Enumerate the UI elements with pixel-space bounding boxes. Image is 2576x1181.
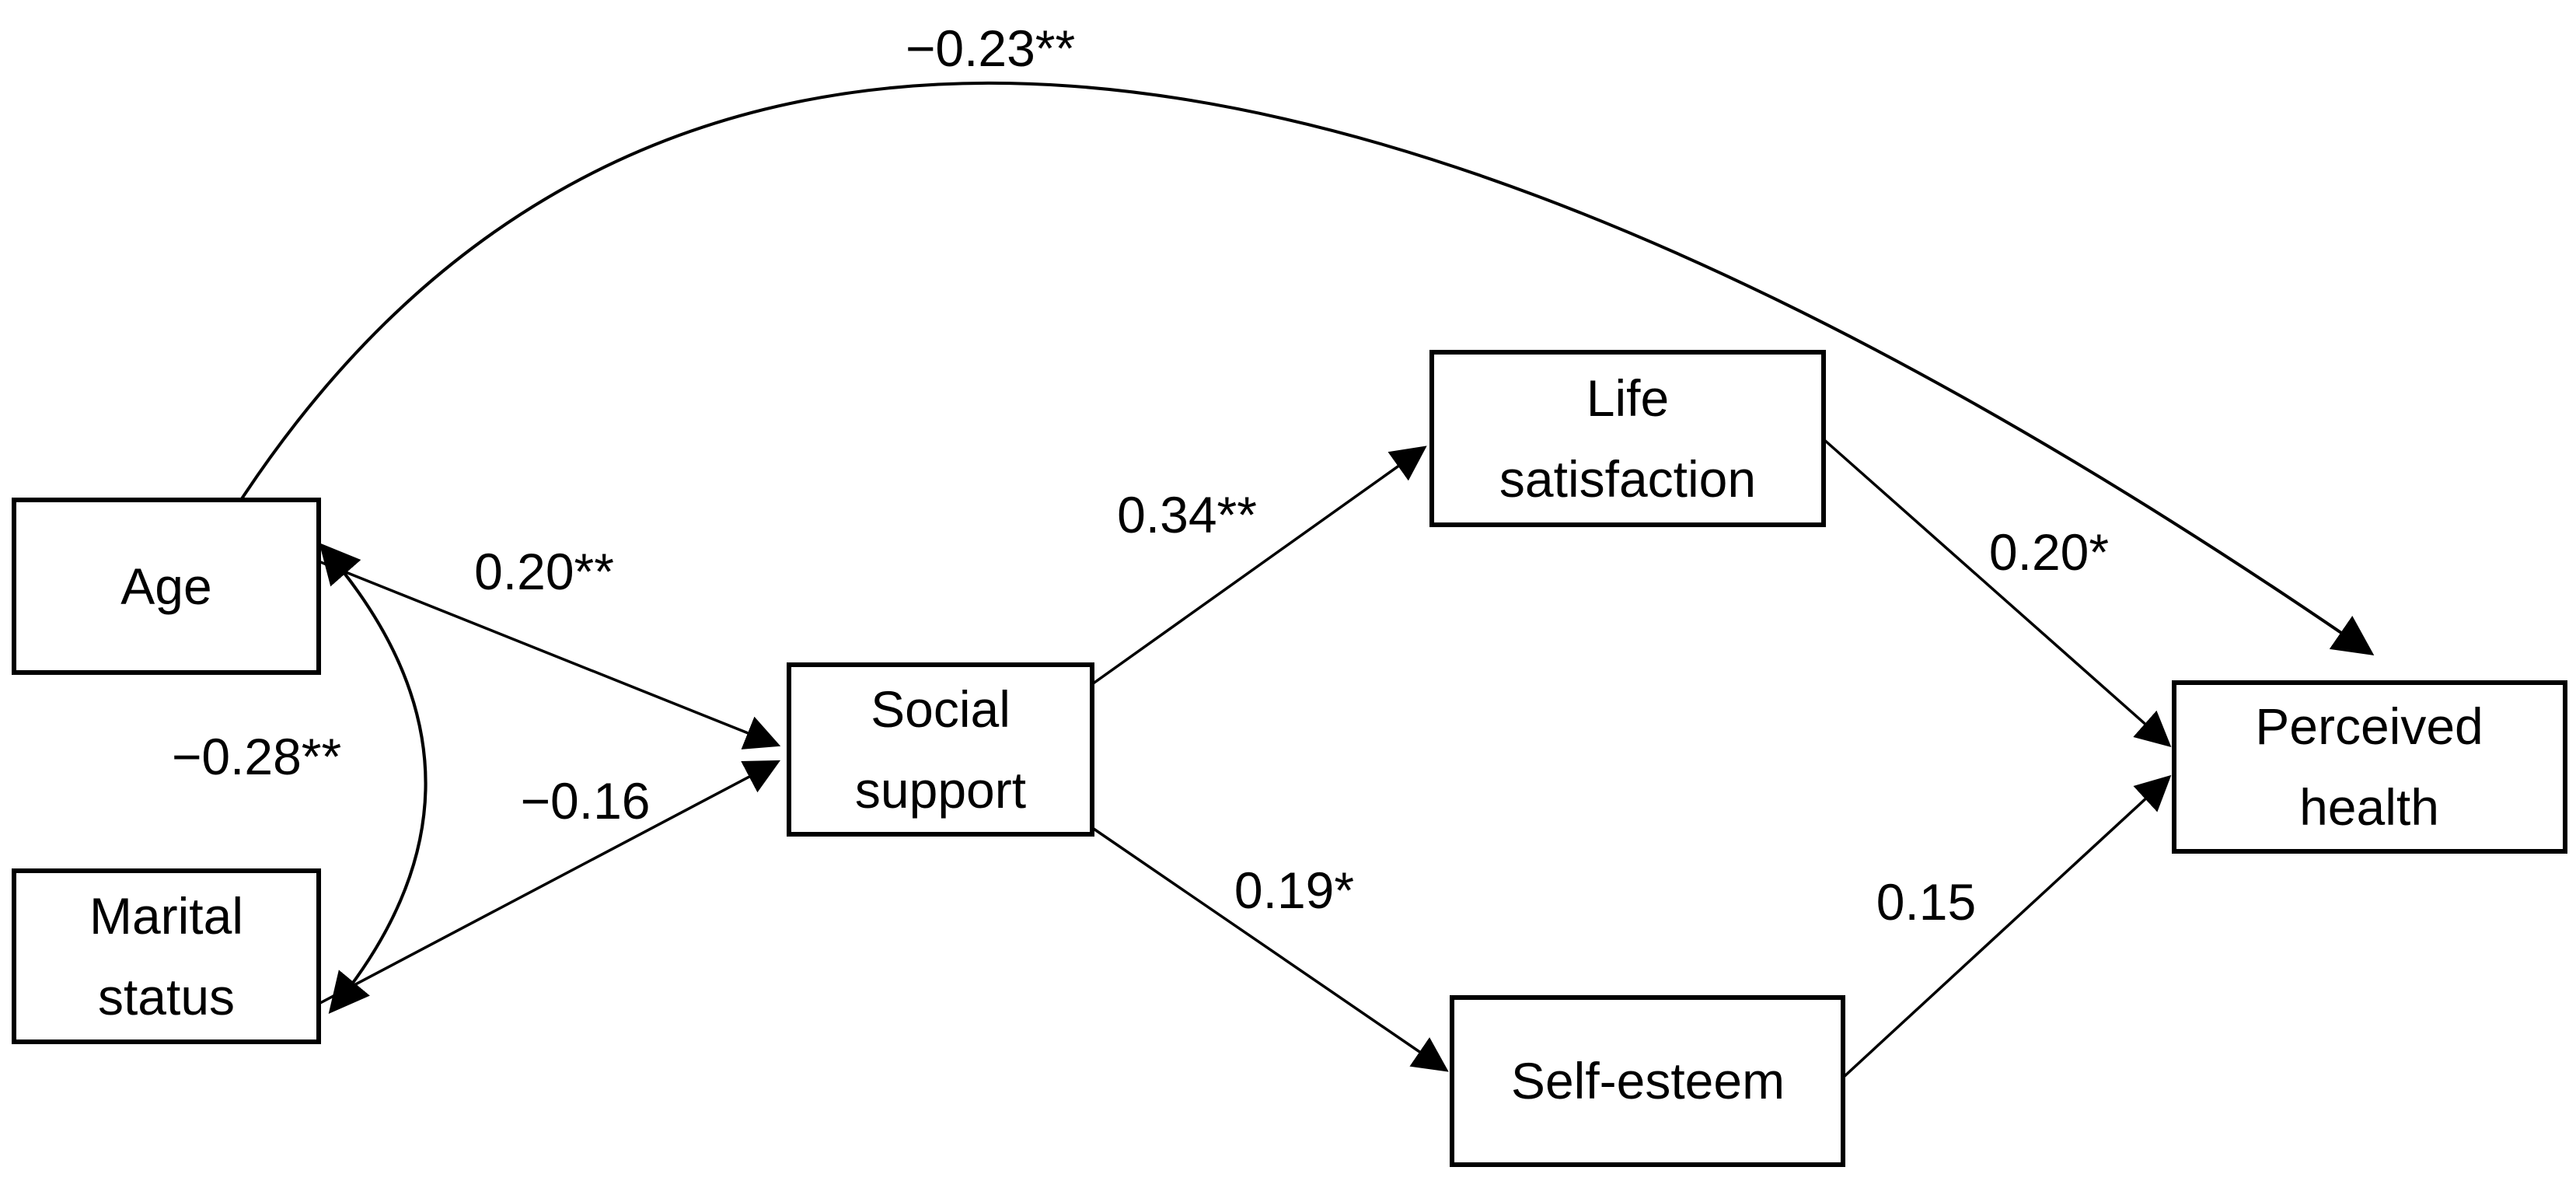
node-age-box bbox=[12, 498, 321, 675]
edge-label-social-support-to-life-satisfaction: 0.34** bbox=[1117, 486, 1257, 543]
edge-self-esteem-to-perceived-health bbox=[1841, 774, 2172, 1079]
node-social-support-box bbox=[787, 662, 1094, 837]
node-social-support-label-line2: support bbox=[855, 761, 1026, 819]
edge-label-age-to-perceived-health-arc: −0.23** bbox=[906, 19, 1075, 77]
node-age-label: Age bbox=[120, 557, 211, 615]
node-perceived-health-box bbox=[2172, 680, 2567, 854]
edge-age-marital-status-correlation bbox=[319, 543, 428, 1015]
node-marital-status: Marital status bbox=[12, 868, 321, 1044]
edge-age-to-perceived-health-arc bbox=[239, 81, 2375, 655]
edge-life-satisfaction-to-perceived-health bbox=[1822, 438, 2172, 748]
edge-label-self-esteem-to-perceived-health: 0.15 bbox=[1876, 873, 1976, 931]
edge-label-age-to-social-support: 0.20** bbox=[474, 543, 614, 600]
edge-label-social-support-to-self-esteem: 0.19* bbox=[1234, 861, 1354, 919]
edge-label-age-marital-status-correlation: −0.28** bbox=[172, 728, 341, 785]
edge-label-marital-status-to-social-support: −0.16 bbox=[521, 772, 651, 830]
edge-social-support-to-self-esteem bbox=[1093, 827, 1449, 1072]
node-perceived-health: Perceived health bbox=[2172, 680, 2567, 854]
node-social-support-label-line1: Social bbox=[871, 680, 1011, 738]
node-marital-status-box bbox=[12, 868, 321, 1044]
node-social-support: Social support bbox=[787, 662, 1094, 837]
node-life-satisfaction-box bbox=[1429, 350, 1826, 527]
edge-marital-status-to-social-support bbox=[319, 760, 781, 1005]
node-life-satisfaction-label-line2: satisfaction bbox=[1499, 450, 1756, 508]
node-life-satisfaction-label-line1: Life bbox=[1586, 369, 1669, 427]
node-self-esteem-label: Self-esteem bbox=[1511, 1052, 1785, 1109]
edge-label-life-satisfaction-to-perceived-health: 0.20* bbox=[1989, 523, 2109, 581]
node-perceived-health-label-line1: Perceived bbox=[2255, 697, 2484, 755]
edge-social-support-to-life-satisfaction bbox=[1091, 445, 1427, 686]
node-marital-status-label-line1: Marital bbox=[89, 887, 243, 945]
node-marital-status-label-line2: status bbox=[98, 968, 235, 1026]
node-self-esteem: Self-esteem bbox=[1450, 995, 1845, 1167]
node-self-esteem-box bbox=[1450, 995, 1845, 1167]
node-life-satisfaction: Life satisfaction bbox=[1429, 350, 1826, 527]
edge-age-to-social-support bbox=[318, 560, 781, 749]
node-perceived-health-label-line2: health bbox=[2299, 778, 2439, 836]
node-age: Age bbox=[12, 498, 321, 675]
